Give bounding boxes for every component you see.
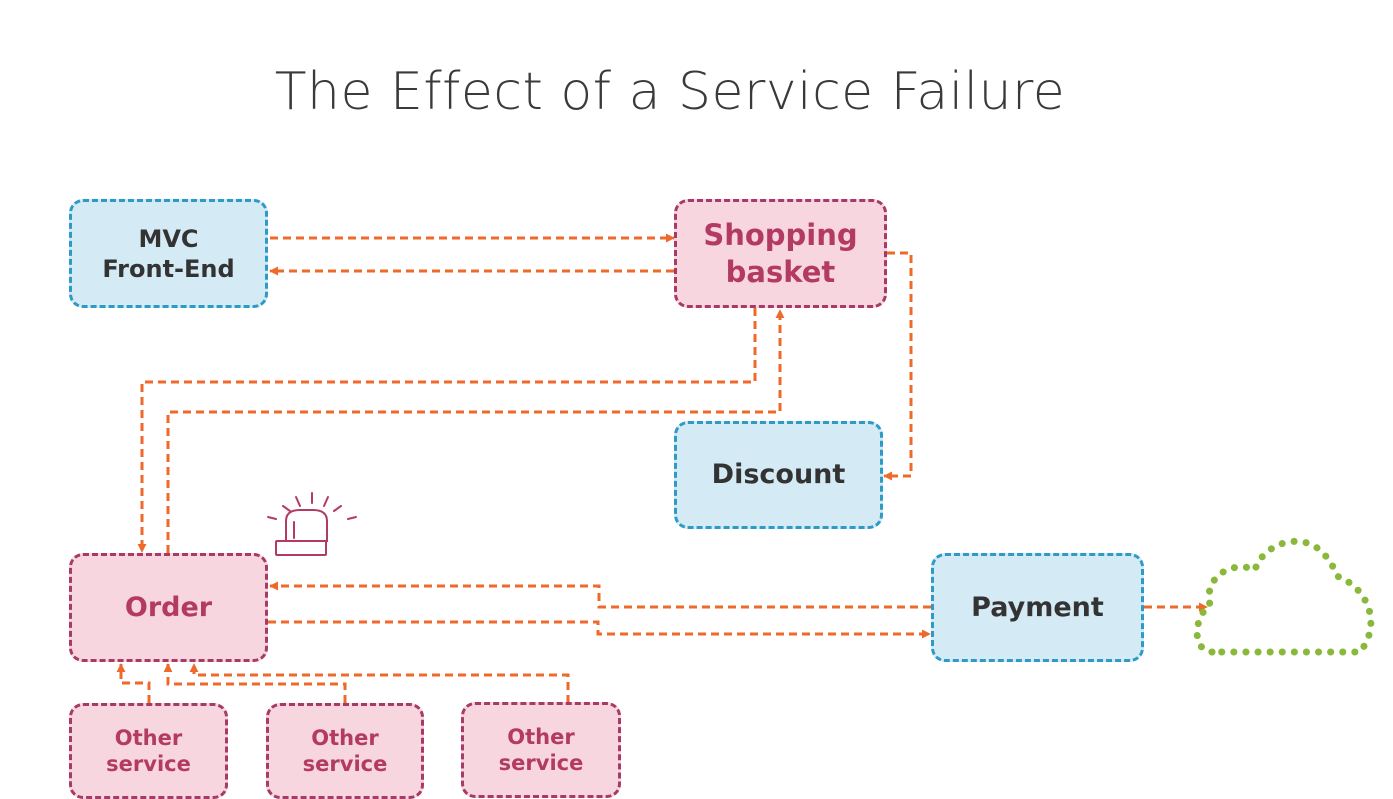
arrow-basket-to-discount xyxy=(883,251,913,481)
other-service-label-line2: service xyxy=(302,752,388,776)
arrow-other2-to-order xyxy=(163,663,347,703)
cloud-icon xyxy=(1193,537,1375,656)
arrow-other3-to-order xyxy=(189,663,570,703)
other-service-label-line1: Other xyxy=(507,724,575,749)
alarm-light-icon xyxy=(267,492,357,556)
other-service-node: Other service xyxy=(69,703,228,799)
arrow-other1-to-order xyxy=(116,663,151,703)
shopping-basket-node: Shopping basket xyxy=(674,199,887,308)
other-service-label-line2: service xyxy=(498,751,584,775)
order-label: Order xyxy=(124,591,213,623)
basket-label-line2: basket xyxy=(725,254,836,289)
arrow-basket-to-order xyxy=(137,308,757,553)
other-service-label-line2: service xyxy=(106,752,191,776)
mvc-front-end-node: MVC Front-End xyxy=(69,199,268,308)
other-service-label-line1: Other xyxy=(311,725,379,750)
arrow-payment-to-order xyxy=(269,581,931,609)
mvc-label-line1: MVC xyxy=(138,224,199,253)
basket-label-line1: Shopping xyxy=(703,218,858,253)
arrow-order-to-basket xyxy=(166,309,785,553)
mvc-label-line2: Front-End xyxy=(102,254,235,283)
order-node: Order xyxy=(69,553,268,662)
arrow-order-to-payment xyxy=(268,620,931,639)
other-service-node: Other service xyxy=(461,702,621,798)
other-service-node: Other service xyxy=(266,703,424,799)
discount-label: Discount xyxy=(711,459,846,491)
page-title: The Effect of a Service Failure xyxy=(274,62,1066,122)
payment-node: Payment xyxy=(931,553,1144,662)
payment-label: Payment xyxy=(971,591,1104,623)
other-service-label-line1: Other xyxy=(114,725,183,750)
discount-node: Discount xyxy=(674,421,883,529)
